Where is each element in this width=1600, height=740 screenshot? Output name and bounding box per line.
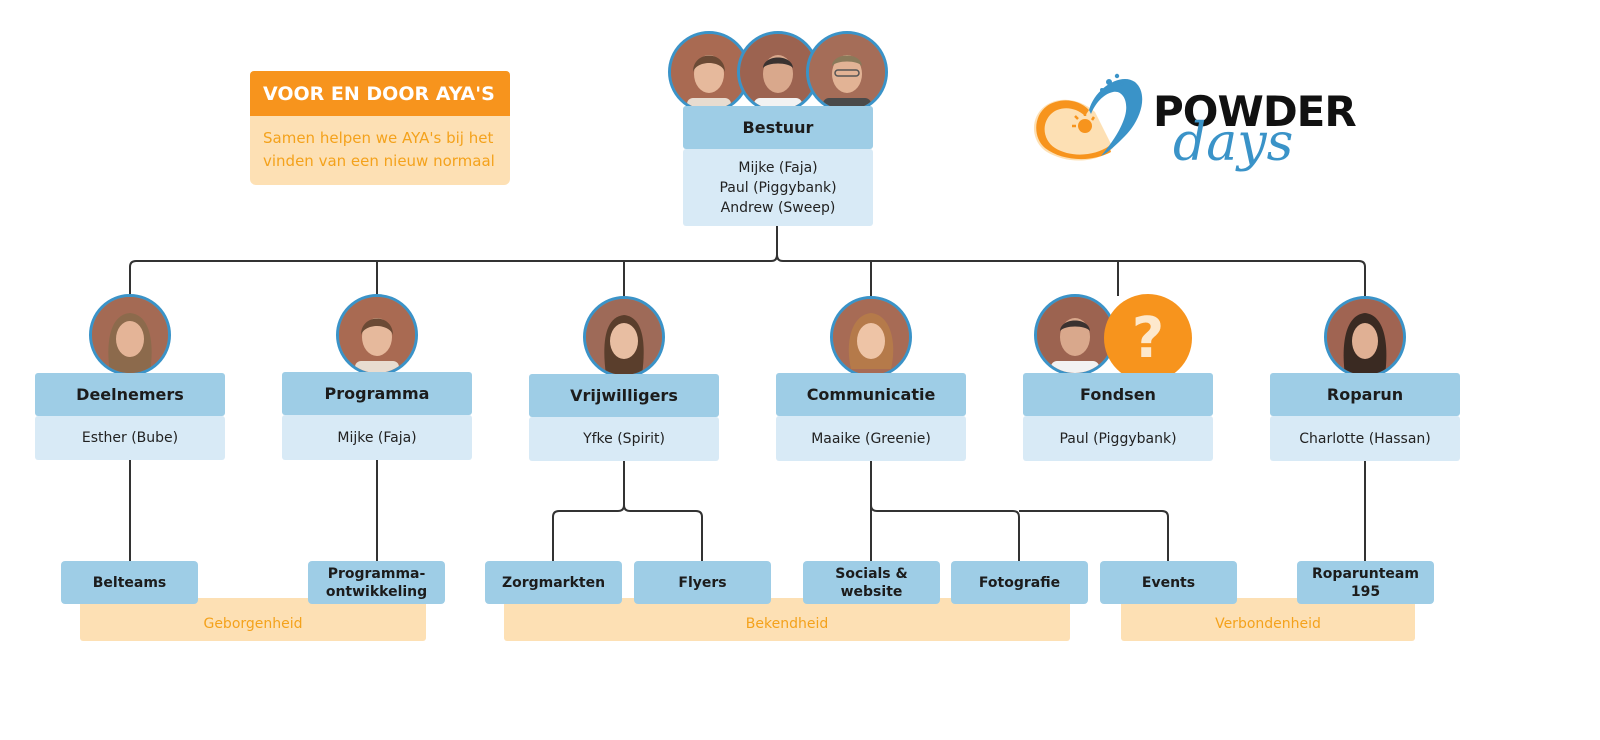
motto-header: VOOR EN DOOR AYA'S bbox=[250, 71, 510, 116]
department-title: Programma bbox=[324, 384, 430, 403]
vrijwilligers-header: Vrijwilligers bbox=[529, 374, 719, 417]
programma-person-box: Mijke (Faja) bbox=[282, 415, 472, 460]
board-member: Paul (Piggybank) bbox=[719, 179, 837, 196]
roparun-header: Roparun bbox=[1270, 373, 1460, 416]
team-label: Belteams bbox=[92, 574, 167, 591]
board-member: Mijke (Faja) bbox=[738, 159, 818, 176]
team-label: Socials & website bbox=[835, 565, 908, 600]
team-label-line2: ontwikkeling bbox=[325, 583, 428, 600]
vacancy-question-icon: ? bbox=[1104, 294, 1192, 382]
logo-word-powder: POWDER bbox=[1153, 87, 1357, 136]
communicatie-avatar bbox=[830, 296, 912, 378]
communicatie-header: Communicatie bbox=[776, 373, 966, 416]
programma-header: Programma bbox=[282, 372, 472, 415]
board-avatar-1 bbox=[668, 31, 750, 113]
deelnemers-person-box: Esther (Bube) bbox=[35, 416, 225, 460]
value-band-geborgenheid: Geborgenheid bbox=[80, 598, 426, 641]
team-label: Flyers bbox=[678, 574, 727, 591]
team-roparunteam-195: Roparunteam 195 bbox=[1297, 561, 1434, 604]
vrijwilligers-avatar bbox=[583, 296, 665, 378]
department-person: Mijke (Faja) bbox=[337, 429, 417, 446]
department-person: Esther (Bube) bbox=[81, 430, 179, 446]
logo-word-days: days bbox=[1173, 113, 1294, 173]
vrijwilligers-person-box: Yfke (Spirit) bbox=[529, 417, 719, 461]
communicatie-person-box: Maaike (Greenie) bbox=[776, 416, 966, 461]
team-belteams: Belteams bbox=[61, 561, 198, 604]
heart-sun-icon bbox=[1033, 73, 1143, 161]
department-person: Paul (Piggybank) bbox=[1059, 430, 1177, 447]
motto-text-line1: Samen helpen we AYA's bij het bbox=[263, 129, 494, 147]
motto-title: VOOR EN DOOR AYA'S bbox=[263, 82, 495, 105]
powder-days-logo: POWDER days bbox=[1025, 68, 1357, 193]
vacancy-mark: ? bbox=[1131, 305, 1165, 371]
value-label: Verbondenheid bbox=[1215, 616, 1321, 632]
board-avatar-3 bbox=[806, 31, 888, 113]
value-label: Geborgenheid bbox=[203, 616, 303, 632]
roparun-person-box: Charlotte (Hassan) bbox=[1270, 416, 1460, 461]
department-title: Fondsen bbox=[1080, 385, 1156, 404]
roparun-avatar bbox=[1324, 296, 1406, 378]
motto-body: Samen helpen we AYA's bij het vinden van… bbox=[250, 116, 510, 185]
team-zorgmarkten: Zorgmarkten bbox=[485, 561, 622, 604]
board-members: Mijke (Faja) Paul (Piggybank) Andrew (Sw… bbox=[683, 149, 873, 226]
programma-avatar bbox=[336, 294, 418, 376]
team-label: Zorgmarkten bbox=[501, 574, 606, 591]
board-title: Bestuur bbox=[742, 118, 814, 137]
fondsen-avatar bbox=[1034, 294, 1116, 376]
team-fotografie: Fotografie bbox=[951, 561, 1088, 604]
team-label: Events bbox=[1141, 574, 1196, 591]
fondsen-person-box: Paul (Piggybank) bbox=[1023, 416, 1213, 461]
value-band-verbondenheid: Verbondenheid bbox=[1121, 598, 1415, 641]
department-title: Deelnemers bbox=[76, 385, 184, 404]
board-member: Andrew (Sweep) bbox=[720, 199, 836, 216]
department-person: Yfke (Spirit) bbox=[583, 431, 665, 447]
department-title: Communicatie bbox=[806, 385, 936, 404]
team-label-line1: Programma- bbox=[327, 565, 426, 582]
team-label: Fotografie bbox=[978, 574, 1061, 591]
department-person: Charlotte (Hassan) bbox=[1299, 430, 1431, 447]
department-title: Roparun bbox=[1326, 385, 1404, 404]
value-label: Bekendheid bbox=[745, 616, 829, 632]
team-events: Events bbox=[1100, 561, 1237, 604]
team-flyers: Flyers bbox=[634, 561, 771, 604]
board-avatar-2 bbox=[737, 31, 819, 113]
value-band-bekendheid: Bekendheid bbox=[504, 598, 1070, 641]
department-title: Vrijwilligers bbox=[570, 386, 678, 405]
department-person: Maaike (Greenie) bbox=[811, 430, 931, 447]
team-label: Roparunteam 195 bbox=[1312, 565, 1419, 600]
team-socials-website: Socials & website bbox=[803, 561, 940, 604]
deelnemers-avatar bbox=[89, 294, 171, 376]
board-header: Bestuur bbox=[683, 106, 873, 149]
fondsen-header: Fondsen bbox=[1023, 373, 1213, 416]
motto-text-line2: vinden van een nieuw normaal bbox=[263, 152, 495, 170]
deelnemers-header: Deelnemers bbox=[35, 373, 225, 416]
team-programma-ontwikkeling: Programma- ontwikkeling bbox=[308, 561, 445, 604]
